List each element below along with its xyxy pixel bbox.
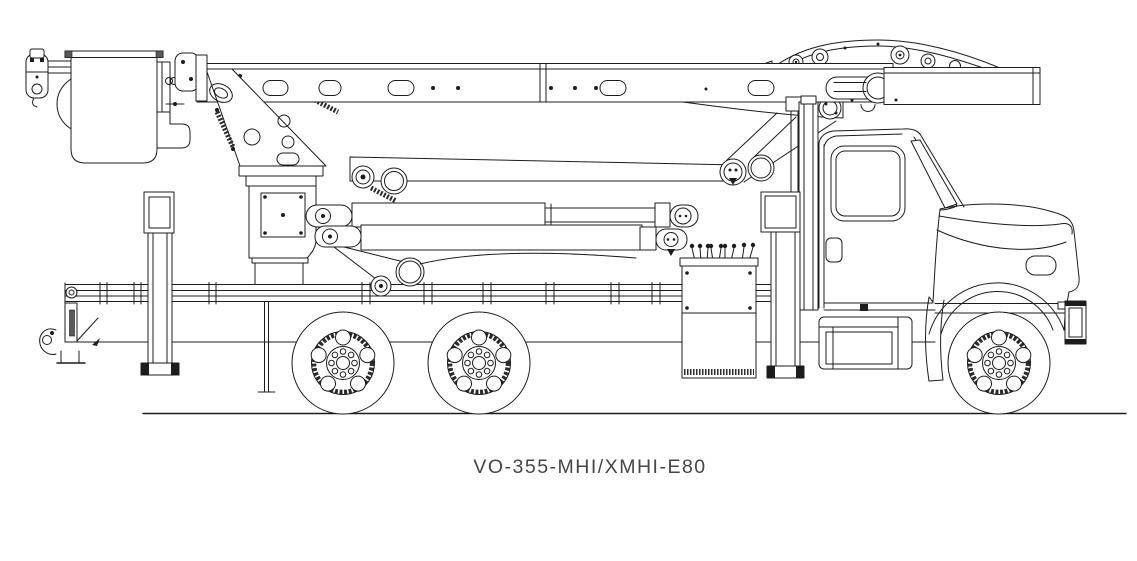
hydraulic-hose	[419, 252, 637, 265]
boom-tip-linkage	[156, 52, 208, 149]
cab-roof	[818, 128, 921, 144]
platform-winch	[25, 48, 49, 108]
model-label: VO-355-MHI/XMHI-E80	[473, 456, 706, 478]
deck-tick-marks	[99, 282, 661, 305]
link-hatch	[369, 185, 398, 204]
control-station	[679, 242, 759, 379]
upper-boom	[196, 39, 1041, 112]
boom-rest-post	[785, 95, 819, 311]
truck-cab	[818, 128, 1087, 382]
bucket-rim	[64, 50, 164, 58]
front-fender	[928, 282, 1065, 335]
hood	[939, 203, 1080, 293]
cylinder-hatch	[214, 110, 236, 149]
wheels	[292, 312, 1050, 414]
deck-roller	[65, 286, 78, 299]
door-seam	[932, 209, 941, 303]
rear-wheel-1	[292, 312, 394, 414]
front-wheel	[948, 312, 1050, 414]
rear-pintle-hook	[39, 328, 86, 364]
headlight	[1025, 255, 1057, 276]
flatbed-deck	[64, 282, 1067, 393]
windshield	[910, 139, 958, 209]
bucket-platform	[70, 56, 158, 164]
front-outrigger	[760, 191, 805, 379]
bucket-assembly	[25, 48, 208, 164]
boom-pivot-plate	[205, 68, 327, 167]
lift-cylinders	[305, 202, 699, 256]
boom-inner-section	[883, 67, 1041, 105]
fuel-tank	[818, 316, 913, 370]
mud-flap	[925, 296, 930, 382]
door-window	[830, 145, 906, 222]
door-handle	[825, 237, 843, 263]
rear-wheel-2	[428, 312, 530, 414]
link-hatch	[303, 92, 340, 115]
boom-outer-section	[196, 63, 894, 103]
elbow-sheave	[747, 154, 775, 182]
lower-boom	[303, 92, 844, 297]
front-bumper	[1064, 300, 1087, 345]
rear-outrigger	[140, 191, 180, 376]
